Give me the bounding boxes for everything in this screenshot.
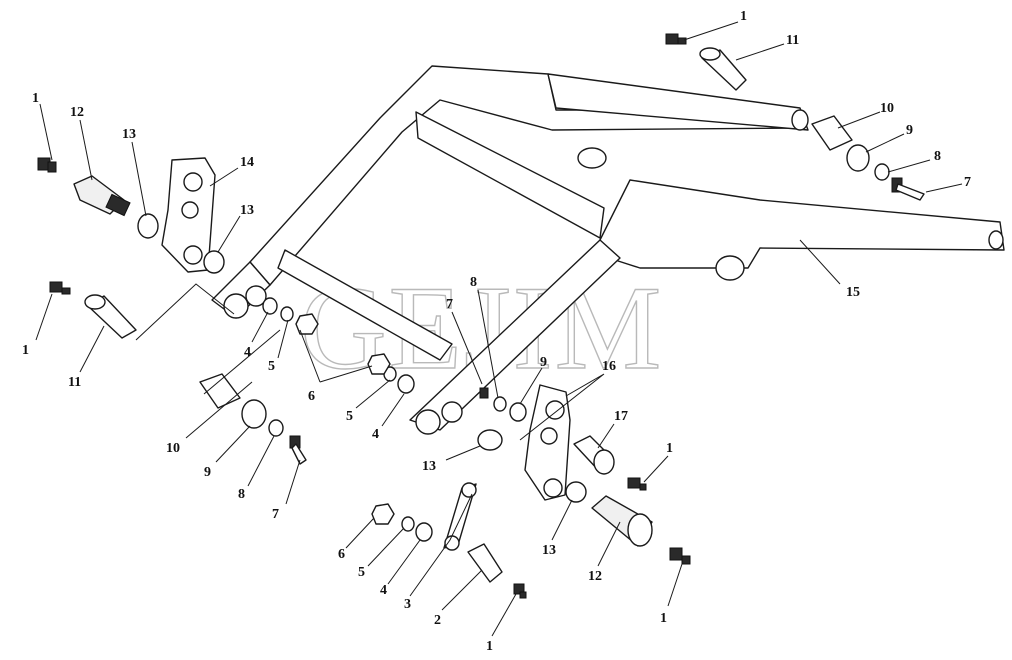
- callout-8: 8: [238, 487, 245, 502]
- callout-11: 11: [786, 33, 799, 48]
- grease-fitting-1-c: [49, 281, 71, 295]
- washer-4-b: [397, 374, 415, 394]
- pin-12-lower-head: [627, 513, 653, 547]
- grease-fitting-1-b: [37, 157, 57, 173]
- washer-9-lower: [241, 399, 267, 429]
- callout-7: 7: [964, 175, 971, 190]
- callout-1: 1: [660, 611, 667, 626]
- pin-12-thread: [105, 193, 131, 217]
- callout-1: 1: [740, 9, 747, 24]
- washer-4-c: [415, 522, 433, 542]
- bolt-7-mid: [479, 387, 489, 399]
- callout-13: 13: [240, 203, 254, 218]
- callout-9: 9: [906, 123, 913, 138]
- callout-2: 2: [434, 613, 441, 628]
- callout-15: 15: [846, 285, 860, 300]
- callout-10: 10: [880, 101, 894, 116]
- callout-7: 7: [446, 297, 453, 312]
- callout-8: 8: [934, 149, 941, 164]
- washer-9-upper: [846, 144, 870, 172]
- callout-12: 12: [70, 105, 84, 120]
- washer-5-a: [280, 306, 294, 322]
- callout-1: 1: [22, 343, 29, 358]
- callout-5: 5: [346, 409, 353, 424]
- bushing-10-lower: [199, 373, 241, 409]
- callout-12: 12: [588, 569, 602, 584]
- small-link-3: [443, 482, 477, 551]
- callout-9: 9: [204, 465, 211, 480]
- pin-17-end: [593, 449, 615, 475]
- callout-14: 14: [240, 155, 254, 170]
- bolt-7-upper: [891, 177, 925, 201]
- callout-11: 11: [68, 375, 81, 390]
- leader-lines: [35, 21, 963, 637]
- callout-7: 7: [272, 507, 279, 522]
- callout-4: 4: [372, 427, 379, 442]
- callout-13: 13: [122, 127, 136, 142]
- grease-fitting-1-a: [665, 33, 687, 45]
- callout-1: 1: [486, 639, 493, 654]
- callout-13: 13: [422, 459, 436, 474]
- callout-4: 4: [244, 345, 251, 360]
- callout-5: 5: [358, 565, 365, 580]
- callout-10: 10: [166, 441, 180, 456]
- callout-1: 1: [32, 91, 39, 106]
- washer-8-upper: [874, 163, 890, 181]
- link-plate-14: [161, 157, 216, 273]
- washer-4-a: [262, 297, 278, 315]
- pin-11-upper-head: [699, 47, 721, 61]
- callout-1: 1: [666, 441, 673, 456]
- bushing-13-a: [137, 213, 159, 239]
- bushing-13-b: [203, 250, 225, 274]
- washer-8-lower: [268, 419, 284, 437]
- bushing-10-upper: [811, 115, 853, 151]
- callout-13: 13: [542, 543, 556, 558]
- pin-2: [467, 543, 503, 583]
- callout-4: 4: [380, 583, 387, 598]
- main-frame: [211, 65, 1005, 435]
- callout-9: 9: [540, 355, 547, 370]
- washer-8-mid: [493, 396, 507, 412]
- callout-3: 3: [404, 597, 411, 612]
- nut-6-a: [295, 313, 319, 335]
- link-plate-16: [524, 384, 571, 501]
- bushing-13-d: [565, 481, 587, 503]
- nut-6-b: [367, 353, 391, 375]
- callout-16: 16: [602, 359, 616, 374]
- bushing-13-c: [477, 429, 503, 451]
- callout-8: 8: [470, 275, 477, 290]
- grease-fitting-1-f: [513, 583, 527, 599]
- grease-fitting-1-d: [627, 477, 647, 491]
- callout-6: 6: [338, 547, 345, 562]
- washer-5-c: [401, 516, 415, 532]
- bolt-7-lower: [289, 435, 307, 465]
- pin-11-lower-head: [84, 294, 106, 310]
- callout-6: 6: [308, 389, 315, 404]
- callout-5: 5: [268, 359, 275, 374]
- callout-17: 17: [614, 409, 628, 424]
- grease-fitting-1-e: [669, 547, 691, 565]
- washer-9-mid: [509, 402, 527, 422]
- nut-6-c: [371, 503, 395, 525]
